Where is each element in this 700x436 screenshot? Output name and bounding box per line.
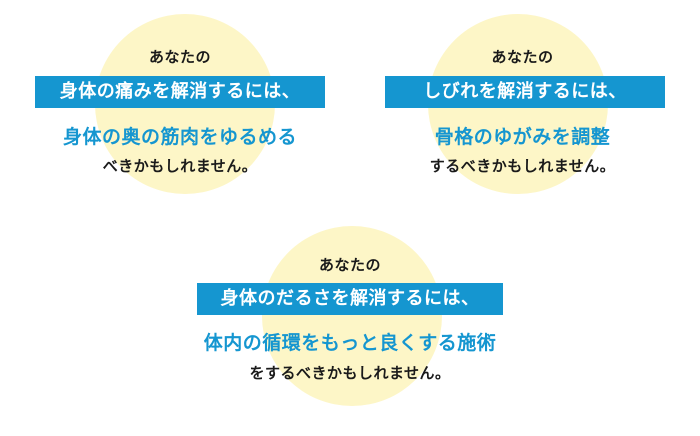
card-3-highlight: 身体のだるさを解消するには、 [197,283,503,315]
card-3-intro: あなたの [318,256,381,274]
card-2-headline: 骨格のゆがみを調整 [434,126,611,148]
card-3-tail: をするべきかもしれません。 [249,364,451,382]
card-1-intro: あなたの [148,48,211,66]
card-1-tail: べきかもしれません。 [102,157,258,175]
card-2-tail: するべきかもしれません。 [429,157,616,175]
card-1-headline: 身体の奥の筋肉をゆるめる [62,126,297,148]
card-3-background-circle [262,226,442,406]
card-3-headline: 体内の循環をもっと良くする施術 [203,332,497,354]
card-2: あなたの しびれを解消するには、 骨格のゆがみを調整 するべきかもしれません。 [360,0,685,200]
card-3: あなたの 身体のだるさを解消するには、 体内の循環をもっと良くする施術 をするべ… [150,210,550,410]
card-1: あなたの 身体の痛みを解消するには、 身体の奥の筋肉をゆるめる べきかもしれませ… [15,0,345,200]
card-2-highlight: しびれを解消するには、 [385,76,665,108]
card-1-highlight: 身体の痛みを解消するには、 [35,76,325,108]
card-2-intro: あなたの [491,48,554,66]
